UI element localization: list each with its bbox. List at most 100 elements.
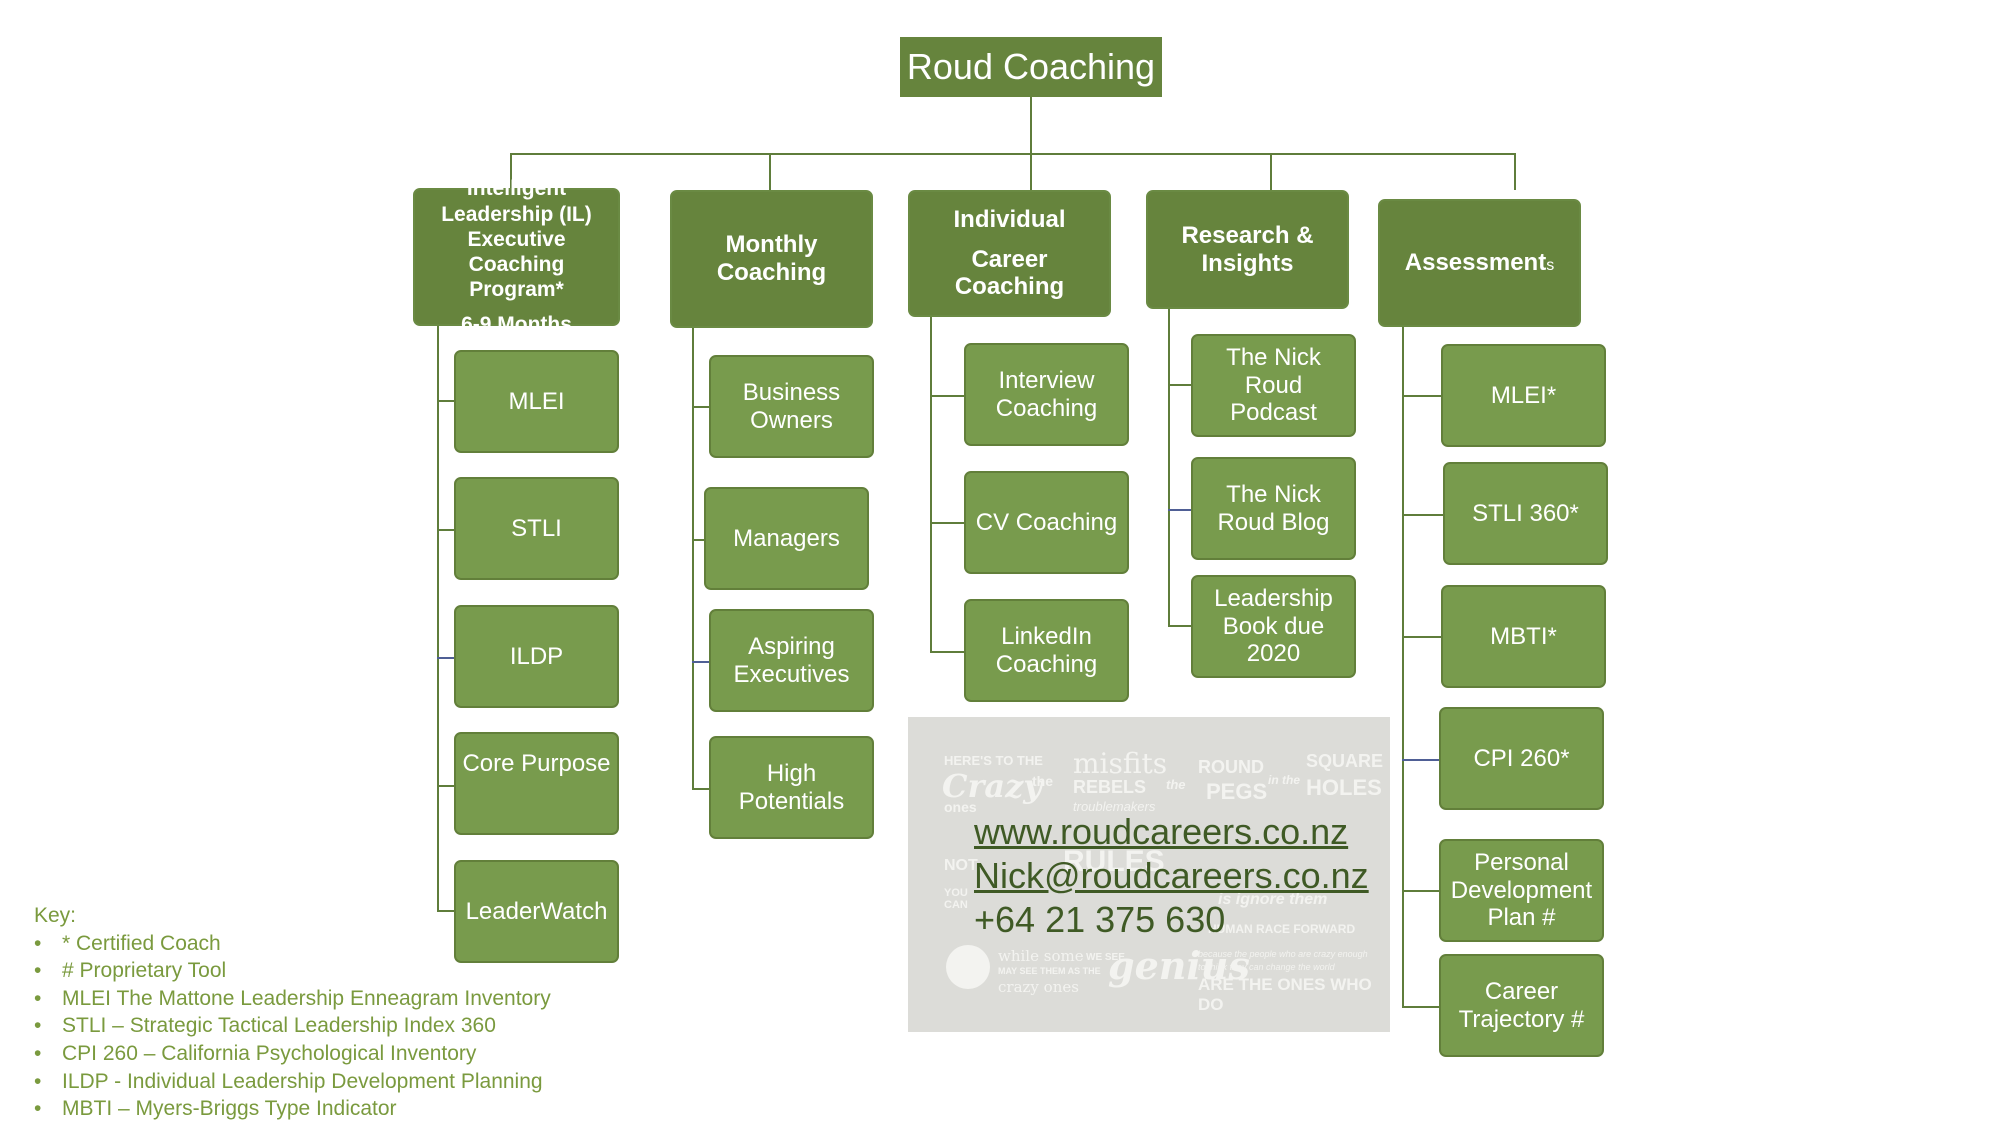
col-5-spine	[1402, 327, 1404, 1008]
item-mlei: MLEI	[454, 350, 619, 453]
col-2-spine	[692, 328, 694, 790]
drop-col-5	[1514, 155, 1516, 190]
col-1-branch	[437, 400, 457, 402]
watermark-text: HOLES	[1306, 775, 1382, 800]
watermark-text: in the	[1268, 773, 1300, 787]
item-cpi-260: CPI 260*	[1439, 707, 1604, 810]
item-nick-roud-podcast: The Nick Roud Podcast	[1191, 334, 1356, 437]
watermark-text: genius	[1108, 943, 1250, 988]
drop-col-3	[1030, 153, 1032, 190]
watermark-text: HERE'S TO THE	[944, 753, 1043, 768]
item-label: STLI	[511, 514, 562, 542]
item-label: LeaderWatch	[465, 897, 608, 925]
item-label: The Nick Roud Podcast	[1226, 344, 1321, 427]
header-duration: 6-9 Months	[461, 313, 572, 337]
item-mbti: MBTI*	[1441, 585, 1606, 688]
item-high-potentials: High Potentials	[709, 736, 874, 839]
item-label: Aspiring Executives	[733, 632, 850, 688]
header-label-line2: Career Coaching	[954, 245, 1065, 301]
item-nick-roud-blog: The Nick Roud Blog	[1191, 457, 1356, 560]
col-2-branch	[692, 406, 712, 408]
col-1-branch	[437, 785, 457, 787]
col-3-spine	[930, 317, 932, 653]
item-label: The Nick Roud Blog	[1217, 480, 1330, 536]
item-business-owners: Business Owners	[709, 355, 874, 458]
item-stli: STLI	[454, 477, 619, 580]
header-label: Individual	[953, 206, 1066, 234]
watermark-text: to think they can change the world	[1198, 962, 1335, 972]
item-ildp: ILDP	[454, 605, 619, 708]
watermark-text: troublemakers	[1073, 799, 1156, 814]
col-5-branch	[1402, 636, 1444, 638]
item-label: High Potentials	[738, 759, 845, 815]
item-managers: Managers	[704, 487, 869, 590]
item-core-purpose: Core Purpose	[454, 732, 619, 835]
watermark-text: REBELS	[1073, 777, 1147, 797]
col-4-branch	[1168, 625, 1193, 627]
col-3-branch	[930, 522, 968, 524]
watermark-text: crazy ones	[998, 978, 1079, 996]
item-aspiring-executives: Aspiring Executives	[709, 609, 874, 712]
watermark-text: RULES	[1063, 845, 1165, 878]
item-mlei-certified: MLEI*	[1441, 344, 1606, 447]
col-1-branch	[437, 657, 457, 659]
key-heading: Key:	[34, 904, 77, 927]
col-3-branch	[930, 651, 968, 653]
email-link[interactable]: Nick@roudcareers.co.nz	[974, 855, 1369, 896]
item-career-trajectory: Career Trajectory #	[1439, 954, 1604, 1057]
item-label: Interview Coaching	[995, 366, 1098, 422]
watermark-text: WE SEE	[1086, 952, 1125, 963]
key-legend: Key: * Certified Coach # Proprietary Too…	[34, 902, 551, 1123]
item-linkedin-coaching: LinkedIn Coaching	[964, 599, 1129, 702]
watermark-text: misfits	[1073, 747, 1168, 780]
item-label: MLEI	[508, 387, 565, 415]
phone-number: +64 21 375 630	[974, 899, 1226, 940]
col-5-branch	[1402, 395, 1444, 397]
header-label: Research & Insights	[1181, 221, 1314, 277]
header-il-executive-coaching: Intelligent Leadership (IL) Executive Co…	[413, 177, 620, 336]
item-label: Business Owners	[742, 378, 841, 434]
col-1-spine	[437, 326, 439, 912]
item-label: MLEI*	[1490, 381, 1557, 409]
key-item: CPI 260 – California Psychological Inven…	[34, 1040, 551, 1068]
drop-col-1	[510, 153, 512, 190]
header-label-suffix: s	[1546, 257, 1555, 275]
item-cv-coaching: CV Coaching	[964, 471, 1129, 574]
website-link[interactable]: www.roudcareers.co.nz	[974, 811, 1349, 852]
item-label: MBTI*	[1490, 622, 1557, 650]
header-label-main: Assessment	[1404, 249, 1547, 277]
col-4-spine	[1168, 309, 1170, 627]
key-item: STLI – Strategic Tactical Leadership Ind…	[34, 1012, 551, 1040]
top-bus-line	[510, 153, 1516, 155]
col-3-branch	[930, 395, 968, 397]
col-5-branch	[1402, 890, 1442, 892]
col-2-branch	[692, 661, 712, 663]
col-5-branch	[1402, 759, 1442, 761]
header-label: Assessments	[1405, 249, 1554, 277]
key-item: MLEI The Mattone Leadership Enneagram In…	[34, 985, 551, 1013]
key-item: # Proprietary Tool	[34, 957, 551, 985]
watermark-text: Crazy	[942, 767, 1042, 805]
item-label: Leadership Book due 2020	[1214, 585, 1333, 668]
col-5-branch	[1402, 1006, 1442, 1008]
watermark-text: while some	[998, 947, 1084, 965]
promo-contact-image: HERE'S TO THE Crazy ones the misfits REB…	[908, 717, 1390, 1032]
item-label: CV Coaching	[975, 508, 1118, 536]
key-item: ILDP - Individual Leadership Development…	[34, 1068, 551, 1096]
drop-col-4	[1270, 153, 1272, 190]
item-label: Personal Development Plan #	[1450, 849, 1593, 932]
item-label: Career Trajectory #	[1458, 977, 1585, 1033]
watermark-text: because the people who are crazy enough	[1198, 949, 1368, 959]
col-5-branch	[1402, 514, 1446, 516]
watermark-text: the	[1032, 773, 1053, 789]
watermark-text: SQUARE	[1306, 751, 1384, 771]
col-1-branch	[437, 529, 457, 531]
item-leadership-book: Leadership Book due 2020	[1191, 575, 1356, 678]
key-item: MBTI – Myers-Briggs Type Indicator	[34, 1095, 551, 1123]
circle-logo	[946, 945, 990, 989]
watermark-text: ARE THE ONES WHO DO	[1198, 975, 1372, 1014]
item-label: ILDP	[509, 642, 564, 670]
watermark-text: PEGS	[1206, 779, 1268, 804]
watermark-text: is ignore them	[1218, 891, 1328, 908]
item-label: Managers	[733, 524, 840, 552]
